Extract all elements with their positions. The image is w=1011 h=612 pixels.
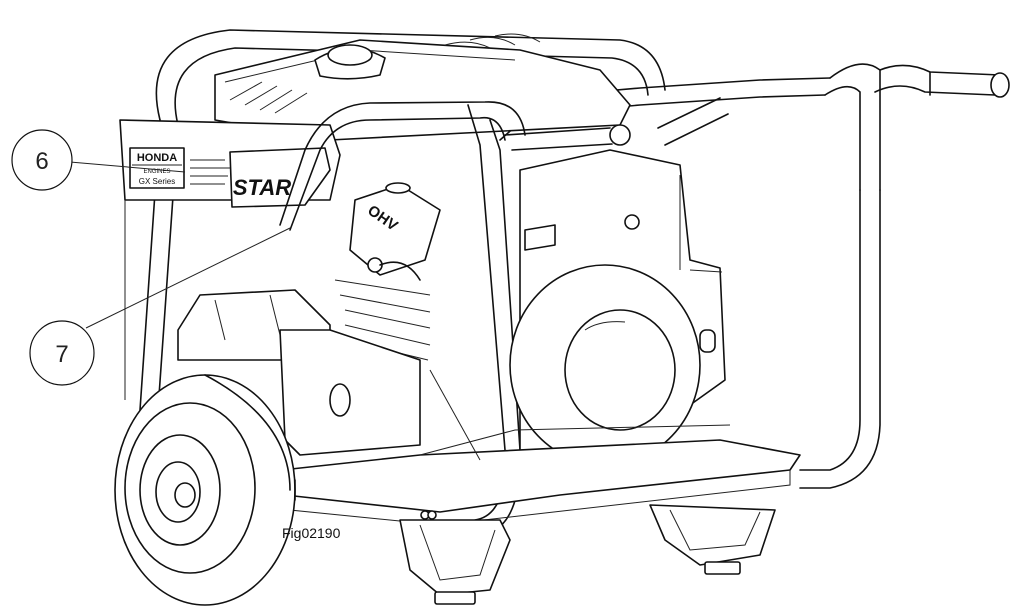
callout-7: 7 bbox=[29, 227, 291, 386]
honda-brand-text: HONDA bbox=[137, 152, 177, 164]
honda-series-text: GX Series bbox=[139, 177, 175, 186]
ohv-cover: OHV bbox=[334, 182, 441, 361]
honda-label: HONDA ENGINES GX Series bbox=[129, 147, 230, 189]
star-decal-text: STAR bbox=[233, 175, 291, 200]
figure-id: Fig02190 bbox=[282, 525, 341, 541]
engine-block bbox=[509, 149, 726, 471]
callout-7-number: 7 bbox=[55, 341, 68, 368]
callout-6-number: 6 bbox=[35, 148, 48, 175]
air-filter-box bbox=[177, 289, 421, 456]
honda-engines-text: ENGINES bbox=[143, 169, 170, 175]
callout-6: 6 bbox=[11, 129, 186, 191]
feet bbox=[399, 504, 776, 605]
wheel bbox=[114, 374, 296, 606]
